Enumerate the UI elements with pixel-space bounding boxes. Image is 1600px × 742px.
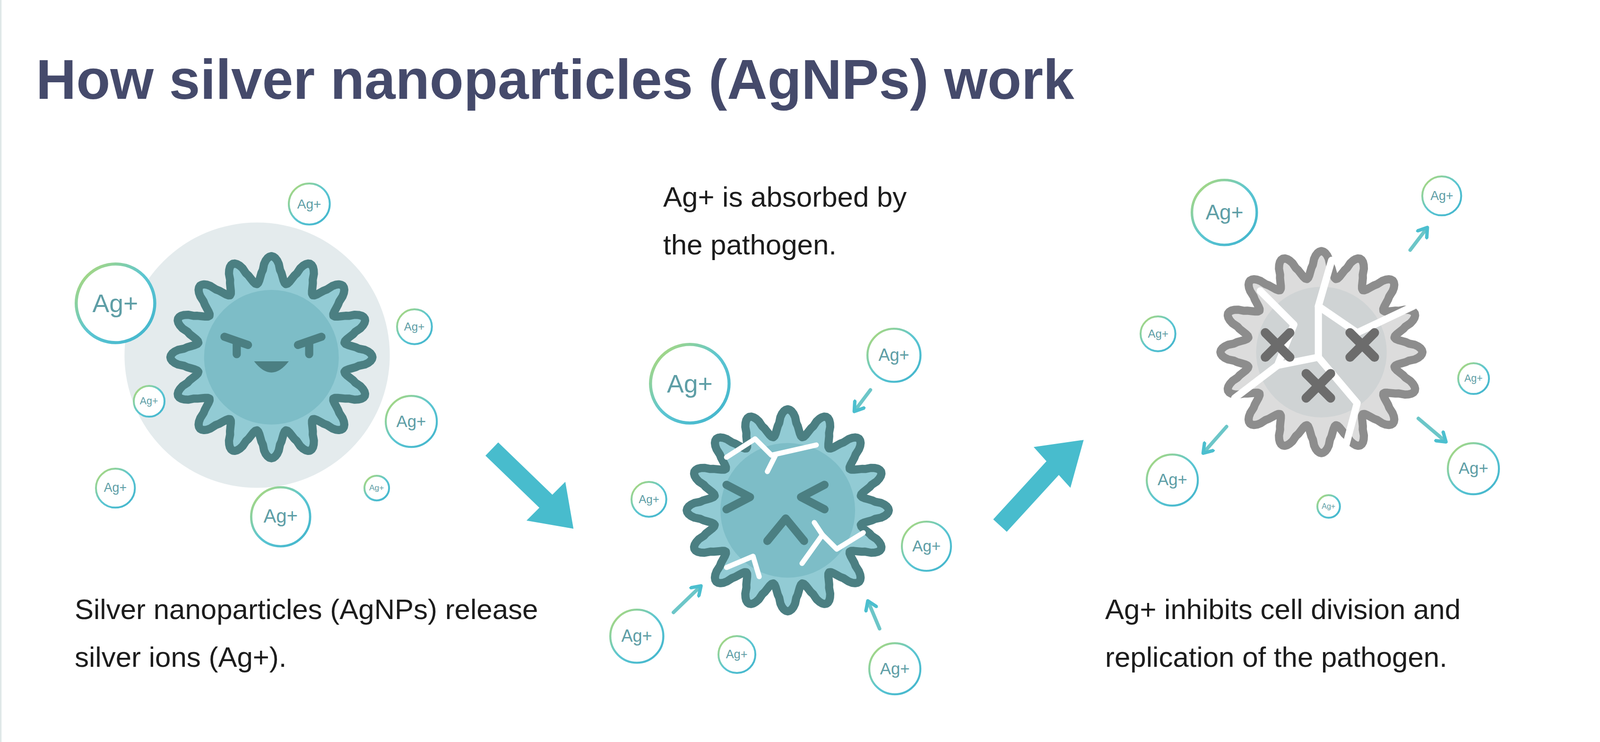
diagram-title: How silver nanoparticles (AgNPs) work (35, 47, 1075, 112)
smile (254, 361, 289, 373)
caption: Silver nanoparticles (AgNPs) release sil… (74, 585, 553, 681)
ion-label: Ag+ (396, 308, 433, 346)
silver-ion: Ag+ (1316, 493, 1341, 519)
ion-label: Ag+ (287, 182, 331, 226)
ion-label: Ag+ (132, 384, 166, 418)
pathogen-core (204, 289, 339, 425)
ion-label: Ag+ (609, 608, 665, 664)
silver-ion: Ag+ (1190, 178, 1258, 246)
silver-ion: Ag+ (1145, 453, 1199, 507)
ion-label: Ag+ (1457, 362, 1490, 395)
x-marks (1265, 332, 1375, 398)
ion-label: Ag+ (363, 474, 390, 502)
ion-label: Ag+ (250, 485, 312, 548)
silver-ion: Ag+ (1139, 315, 1177, 353)
ion-label: Ag+ (717, 634, 757, 674)
ion-label: Ag+ (630, 480, 668, 518)
edge-rule (0, 0, 2, 742)
ion-label: Ag+ (1139, 315, 1177, 353)
step-arrow (492, 449, 574, 529)
ion-label: Ag+ (95, 467, 136, 509)
pathogen-body (170, 256, 373, 459)
caption: Ag+ inhibits cell division and replicati… (1105, 585, 1569, 681)
ion-label: Ag+ (1190, 178, 1258, 246)
silver-ion: Ag+ (648, 342, 731, 425)
pathogen-body (686, 408, 889, 611)
ion-arrow (673, 228, 1445, 629)
ion-label: Ag+ (74, 262, 157, 345)
ion-label: Ag+ (648, 342, 731, 425)
silver-ion: Ag+ (866, 327, 922, 383)
ion-label: Ag+ (1446, 441, 1500, 495)
silver-ion: Ag+ (630, 480, 668, 518)
ion-label: Ag+ (1316, 493, 1341, 519)
cracks (1234, 259, 1414, 449)
silver-ion: Ag+ (287, 182, 331, 226)
cracks (726, 438, 864, 577)
silver-ion: Ag+ (609, 608, 665, 664)
dizzy-face (726, 484, 825, 541)
silver-ion: Ag+ (717, 634, 757, 674)
caption: Ag+ is absorbed by the pathogen. (663, 172, 947, 269)
silver-ion: Ag+ (250, 485, 312, 548)
silver-ion: Ag+ (396, 308, 433, 346)
ion-label: Ag+ (384, 394, 438, 448)
pathogen-core (720, 442, 856, 578)
silver-ion: Ag+ (74, 262, 157, 345)
silver-ion: Ag+ (132, 384, 166, 418)
ion-label: Ag+ (1421, 175, 1462, 217)
silver-ion: Ag+ (1421, 175, 1462, 217)
silver-ion: Ag+ (363, 474, 390, 502)
halo (124, 222, 390, 488)
ion-label: Ag+ (1145, 453, 1199, 507)
ion-label: Ag+ (868, 641, 922, 695)
silver-ion: Ag+ (384, 394, 438, 448)
ion-label: Ag+ (900, 520, 952, 572)
silver-ion: Ag+ (868, 641, 922, 695)
silver-ion: Ag+ (900, 520, 952, 572)
silver-ion: Ag+ (95, 467, 136, 509)
silver-ion: Ag+ (1457, 362, 1490, 395)
angry-face (224, 336, 322, 355)
dead-pathogen (1220, 250, 1423, 453)
ion-label: Ag+ (866, 327, 922, 383)
step-arrow (1000, 439, 1084, 526)
silver-ion: Ag+ (1446, 441, 1500, 495)
